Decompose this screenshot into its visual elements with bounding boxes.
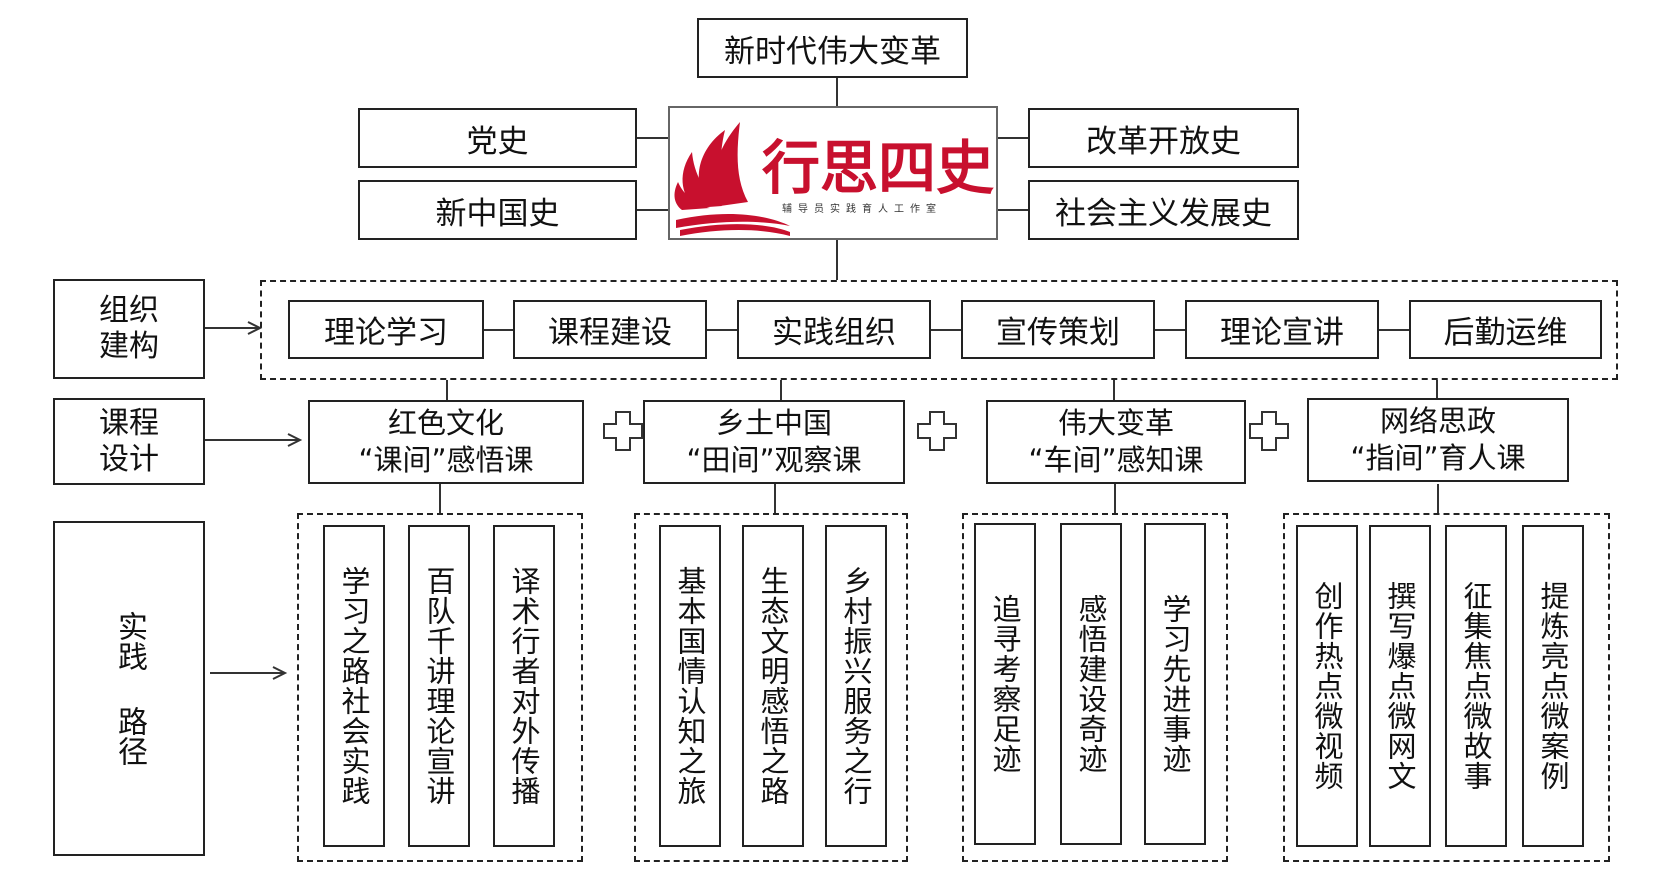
- course-subtitle: “课间”感悟课: [358, 443, 534, 477]
- org-box: 理论宣讲: [1185, 300, 1379, 359]
- path-group: [962, 513, 1228, 862]
- path-item: 译术行者对外传播: [493, 525, 555, 847]
- course-title: 伟大变革: [1057, 406, 1174, 440]
- path-group: [634, 513, 908, 862]
- path-item: 基本国情认知之旅: [659, 525, 721, 847]
- plus-icon: [603, 411, 643, 451]
- plus-icon: [917, 411, 957, 451]
- top-theme-box: 新时代伟大变革: [697, 18, 968, 78]
- history-box: 改革开放史: [1028, 108, 1299, 168]
- logo-subtitle: 辅导员实践育人工作室: [782, 202, 942, 215]
- path-group: [1283, 513, 1610, 862]
- org-structure-group: [260, 280, 1618, 380]
- course-title: 网络思政: [1379, 404, 1496, 438]
- path-item: 提炼亮点微案例: [1522, 525, 1584, 847]
- path-item: 乡村振兴服务之行: [825, 525, 887, 847]
- path-item: 百队千讲理论宣讲: [408, 525, 470, 847]
- path-item: 学习先进事迹: [1144, 523, 1206, 845]
- history-box: 党史: [358, 108, 637, 168]
- course-subtitle: “车间”感知课: [1028, 443, 1204, 477]
- path-item: 追寻考察足迹: [974, 523, 1036, 845]
- logo: 行思四史 辅导员实践育人工作室: [668, 106, 998, 240]
- path-item: 学习之路社会实践: [323, 525, 385, 847]
- org-box: 后勤运维: [1409, 300, 1602, 359]
- path-item: 征集焦点微故事: [1445, 525, 1507, 847]
- org-box: 理论学习: [288, 300, 484, 359]
- history-box: 社会主义发展史: [1028, 180, 1299, 240]
- side-label-course: 课程 设计: [53, 398, 205, 485]
- logo-graphic: 行思四史 辅导员实践育人工作室: [674, 122, 994, 236]
- side-label-org: 组织 建构: [53, 279, 205, 379]
- path-item: 感悟建设奇迹: [1060, 523, 1122, 845]
- history-box: 新中国史: [358, 180, 637, 240]
- org-box: 宣传策划: [961, 300, 1155, 359]
- side-label-path-text: 实践 路径: [112, 611, 147, 766]
- course-box: 红色文化 “课间”感悟课: [308, 400, 584, 484]
- side-label-path: 实践 路径: [53, 521, 205, 856]
- org-box: 实践组织: [737, 300, 931, 359]
- org-box: 课程建设: [513, 300, 707, 359]
- course-title: 乡土中国: [715, 406, 832, 440]
- path-item: 生态文明感悟之路: [742, 525, 804, 847]
- path-group: [297, 513, 583, 862]
- plus-icon: [1249, 411, 1289, 451]
- course-box: 网络思政 “指间”育人课: [1307, 398, 1569, 482]
- logo-title: 行思四史: [762, 134, 994, 202]
- course-box: 乡土中国 “田间”观察课: [643, 400, 905, 484]
- path-item: 撰写爆点微网文: [1369, 525, 1431, 847]
- course-subtitle: “指间”育人课: [1350, 441, 1526, 475]
- course-title: 红色文化: [387, 406, 504, 440]
- course-box: 伟大变革 “车间”感知课: [986, 400, 1246, 484]
- path-item: 创作热点微视频: [1296, 525, 1358, 847]
- course-subtitle: “田间”观察课: [686, 443, 862, 477]
